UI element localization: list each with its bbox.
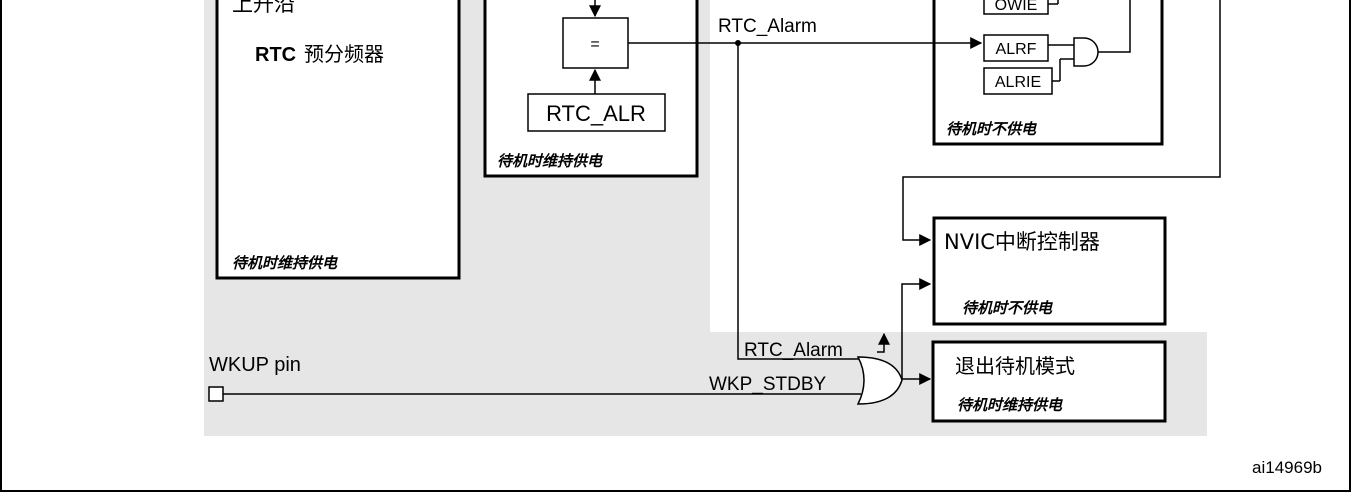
standby-exit-block: 退出待机模式 待机时维持供电	[931, 340, 1167, 423]
or-gate	[856, 356, 903, 405]
flags-power-note: 待机时不供电	[946, 120, 1037, 138]
flags-block: OWIE ALRF ALRIE 待机时不供电	[932, 0, 1164, 146]
prescaler-top-label: 上升沿	[232, 0, 295, 16]
prescaler-title: 预分频器	[304, 42, 384, 66]
rtc-alarm-branch	[737, 43, 870, 360]
and-gate	[1073, 37, 1099, 67]
alrf-box	[983, 34, 1049, 62]
alrie-label: ALRIE	[995, 74, 1041, 91]
owie-label: OWIE	[995, 0, 1038, 14]
prescaler-title-prefix: RTC	[255, 44, 296, 66]
rtc-alarm-top-label: RTC_Alarm	[718, 16, 817, 37]
alarm-power-note: 待机时维持供电	[497, 152, 603, 170]
rtc-alarm-step-marker	[877, 332, 890, 353]
alrf-label: ALRF	[996, 41, 1037, 58]
comparator-symbol: =	[590, 36, 599, 53]
standby-exit-title: 退出待机模式	[955, 354, 1075, 378]
wkup-pin-label: WKUP pin	[209, 354, 301, 376]
nvic-block: NVIC中断控制器 待机时不供电	[932, 216, 1167, 326]
nvic-power-note: 待机时不供电	[962, 299, 1053, 317]
or-to-nvic-wire	[901, 278, 932, 379]
prescaler-power-note: 待机时维持供电	[232, 254, 338, 272]
nvic-title: NVIC中断控制器	[944, 230, 1100, 254]
rtc-alr-register	[527, 93, 666, 132]
prescaler-block: 上升沿 RTC 预分频器 待机时维持供电	[215, 0, 461, 280]
wkup-pin-terminal	[208, 386, 224, 402]
wkp-stdby-label: WKP_STDBY	[709, 374, 827, 395]
rtc-alr-label: RTC_ALR	[546, 101, 646, 126]
alarm-block: = RTC_ALR 待机时维持供电	[483, 0, 699, 178]
alrie-box	[983, 67, 1053, 95]
interrupt-wire	[902, 0, 1221, 246]
standby-exit-power-note: 待机时维持供电	[957, 396, 1063, 414]
figure-id: ai14969b	[1252, 458, 1322, 477]
rtc-alarm-bottom-label: RTC_Alarm	[744, 340, 843, 361]
